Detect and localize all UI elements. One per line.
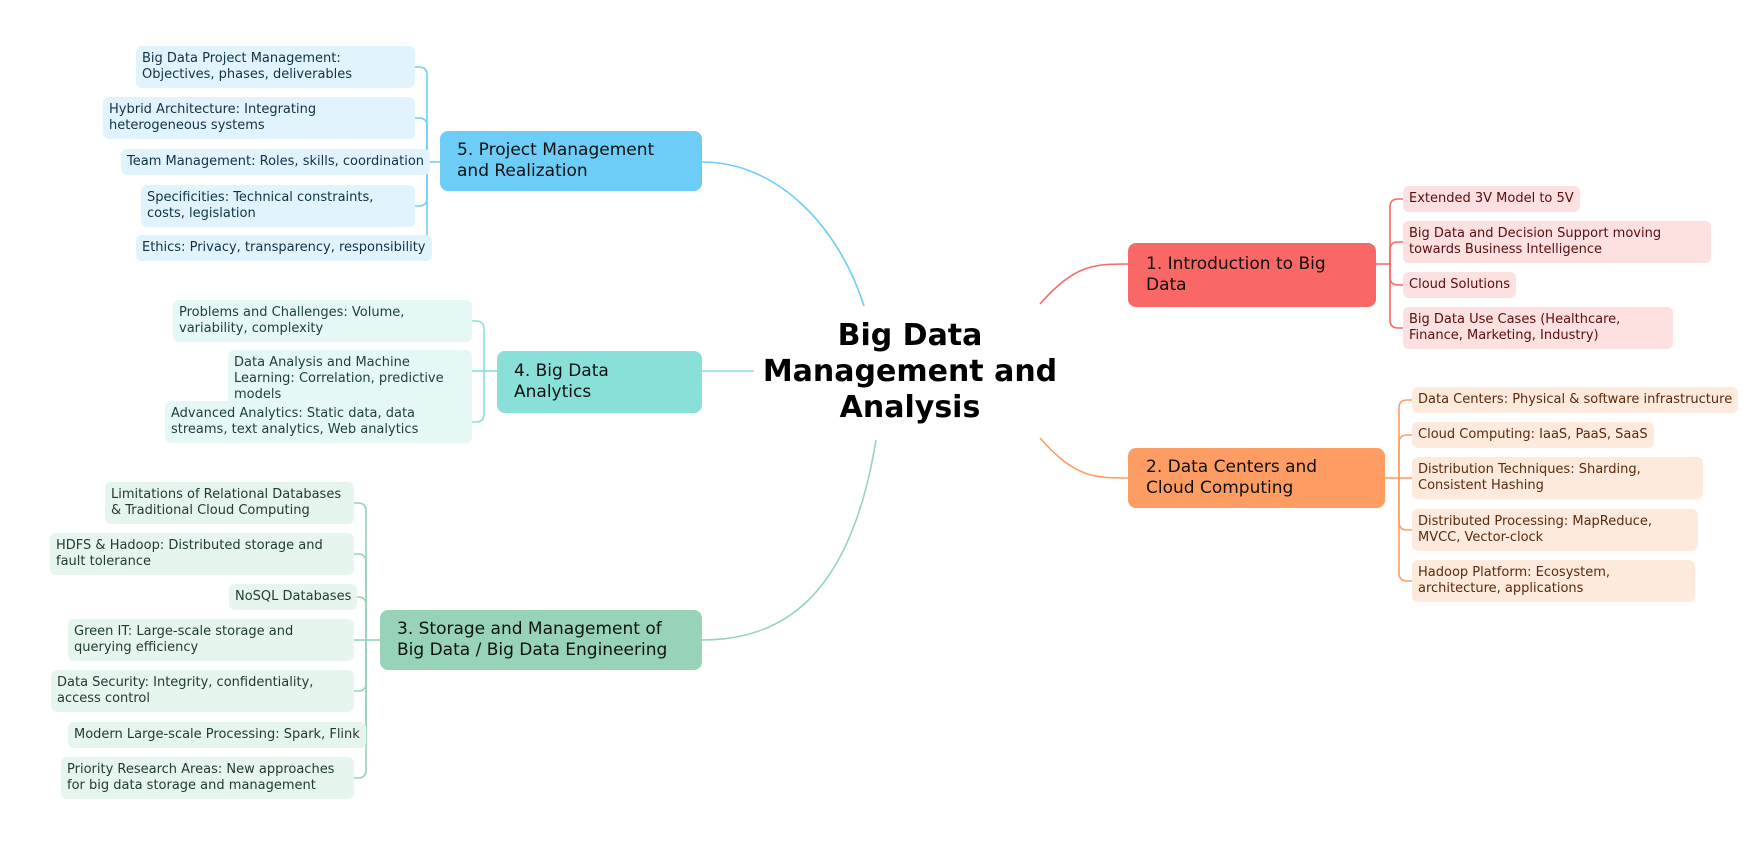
subtopic-modern-processing[interactable]: Modern Large-scale Processing: Spark, Fl…: [68, 722, 366, 748]
subtopic-hybrid-architecture[interactable]: Hybrid Architecture: Integrating heterog…: [103, 97, 415, 139]
subtopic-research-areas[interactable]: Priority Research Areas: New approaches …: [61, 757, 354, 799]
subtopic-distributed-processing[interactable]: Distributed Processing: MapReduce, MVCC,…: [1412, 509, 1698, 551]
subtopic-nosql[interactable]: NoSQL Databases: [229, 584, 358, 610]
subtopic-cloud-computing[interactable]: Cloud Computing: IaaS, PaaS, SaaS: [1412, 422, 1654, 448]
topic-storage-management[interactable]: 3. Storage and Management of Big Data / …: [380, 610, 702, 670]
connector-branch-5: [701, 161, 865, 307]
connectors-branch-2: [1385, 399, 1412, 582]
topic-project-management[interactable]: 5. Project Management and Realization: [440, 131, 702, 191]
subtopic-decision-support[interactable]: Big Data and Decision Support moving tow…: [1403, 221, 1711, 263]
subtopic-ethics[interactable]: Ethics: Privacy, transparency, responsib…: [136, 235, 432, 261]
subtopic-data-security[interactable]: Data Security: Integrity, confidentialit…: [51, 670, 354, 712]
subtopic-team-management[interactable]: Team Management: Roles, skills, coordina…: [121, 149, 431, 175]
subtopic-hdfs-hadoop[interactable]: HDFS & Hadoop: Distributed storage and f…: [50, 533, 354, 575]
topic-big-data-analytics[interactable]: 4. Big Data Analytics: [497, 351, 702, 413]
subtopic-project-management[interactable]: Big Data Project Management: Objectives,…: [136, 46, 415, 88]
subtopic-use-cases[interactable]: Big Data Use Cases (Healthcare, Finance,…: [1403, 307, 1673, 349]
connectors-branch-4: [472, 320, 497, 423]
connector-branch-3: [701, 439, 877, 641]
subtopic-5v-model[interactable]: Extended 3V Model to 5V: [1403, 186, 1580, 212]
topic-data-centers-cloud[interactable]: 2. Data Centers and Cloud Computing: [1128, 448, 1385, 508]
connectors-branch-1: [1376, 198, 1403, 329]
connector-branch-1: [1039, 263, 1129, 305]
subtopic-hadoop-platform[interactable]: Hadoop Platform: Ecosystem, architecture…: [1412, 560, 1695, 602]
subtopic-green-it[interactable]: Green IT: Large-scale storage and queryi…: [68, 619, 354, 661]
topic-introduction-to-big-data[interactable]: 1. Introduction to Big Data: [1128, 243, 1376, 307]
subtopic-cloud-solutions[interactable]: Cloud Solutions: [1403, 272, 1516, 298]
subtopic-specificities[interactable]: Specificities: Technical constraints, co…: [141, 185, 415, 227]
subtopic-problems-challenges[interactable]: Problems and Challenges: Volume, variabi…: [173, 300, 472, 342]
subtopic-ml-analysis[interactable]: Data Analysis and Machine Learning: Corr…: [228, 350, 472, 408]
subtopic-relational-limitations[interactable]: Limitations of Relational Databases & Tr…: [105, 482, 354, 524]
subtopic-distribution-techniques[interactable]: Distribution Techniques: Sharding, Consi…: [1412, 457, 1703, 499]
subtopic-advanced-analytics[interactable]: Advanced Analytics: Static data, data st…: [165, 401, 472, 443]
connector-branch-2: [1039, 437, 1129, 479]
subtopic-data-centers[interactable]: Data Centers: Physical & software infras…: [1412, 387, 1739, 413]
central-topic[interactable]: Big Data Management and Analysis: [762, 318, 1058, 425]
